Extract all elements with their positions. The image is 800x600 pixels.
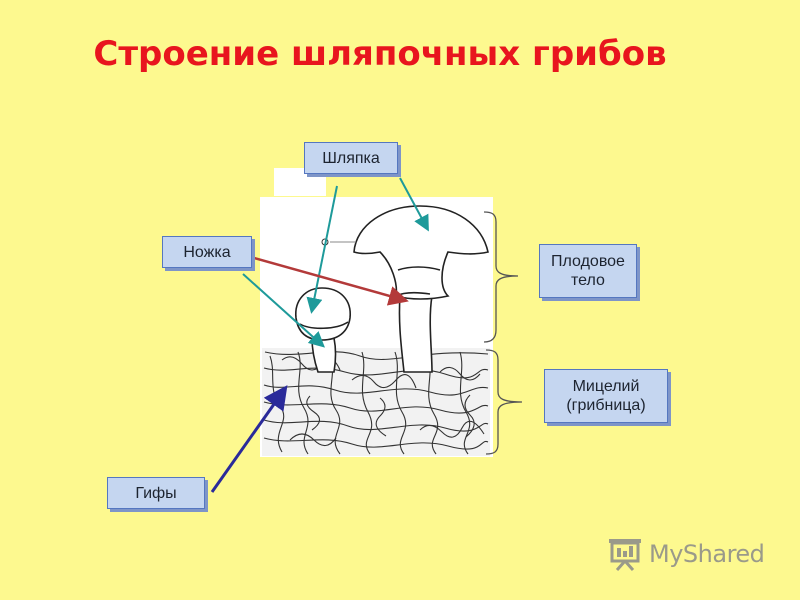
stem-arrow-small (242, 273, 325, 348)
mycelium-label: Мицелий (грибница) (544, 369, 668, 423)
fruiting-body-label: Плодовое тело (539, 244, 637, 298)
stem-arrow-large (253, 256, 409, 306)
myshared-logo: MyShared (607, 537, 765, 571)
soil-mycelium (262, 348, 490, 456)
hyphae-label: Гифы (107, 477, 205, 509)
fruiting-body-brace (483, 211, 519, 343)
mycelium-brace (485, 349, 523, 455)
cap-label: Шляпка (304, 142, 398, 174)
hyphae-arrow (210, 385, 288, 493)
cap-arrow-small (306, 185, 338, 314)
stem-label: Ножка (162, 236, 252, 268)
cap-arrow-large (399, 177, 429, 232)
page-title: Строение шляпочных грибов (93, 34, 667, 74)
presentation-board-icon (609, 539, 641, 571)
logo-text: MyShared (649, 540, 765, 568)
